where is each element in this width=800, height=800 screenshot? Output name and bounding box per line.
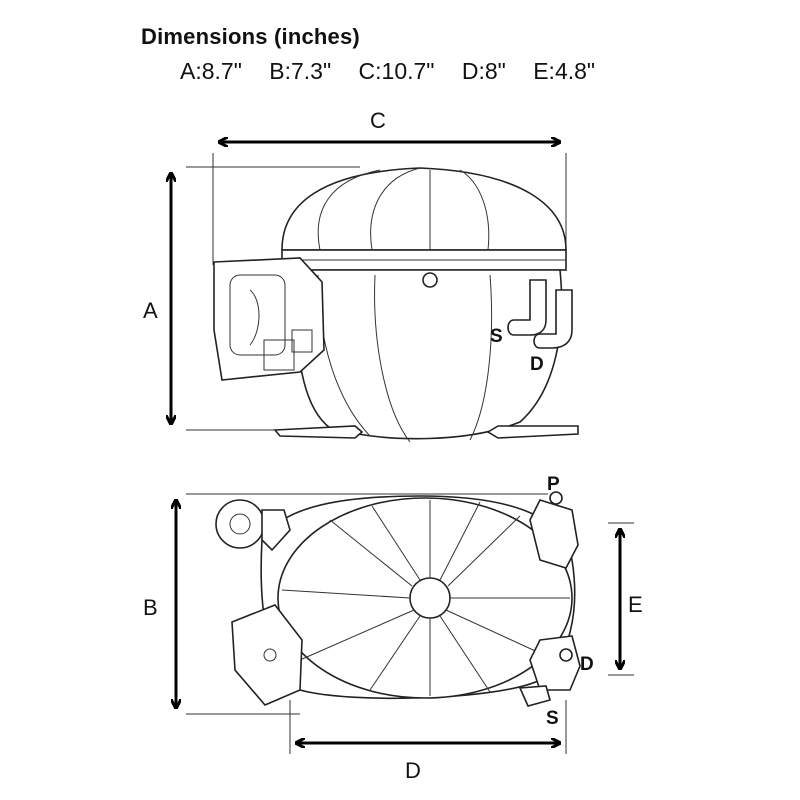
top-view: B D E — [143, 474, 643, 783]
dimension-b: B:7.3" — [269, 58, 332, 84]
diagram-title: Dimensions (inches) — [141, 24, 360, 49]
label-e: E — [628, 592, 643, 617]
electrical-box-screw — [263, 648, 277, 662]
terminal-block — [263, 339, 295, 371]
terminal-cover — [291, 329, 313, 353]
label-c: C — [370, 108, 386, 133]
label-d: D — [405, 758, 421, 783]
electrical-box — [213, 257, 325, 381]
compressor-shell — [296, 269, 563, 440]
process-tube — [549, 491, 563, 505]
port-label-suction-side: S — [490, 326, 503, 347]
port-label-discharge-side: D — [530, 354, 544, 375]
port-label-process: P — [547, 474, 560, 495]
dome-rib-lines — [281, 500, 570, 696]
mount-bracket-top-left — [261, 509, 291, 552]
shell-seam-2 — [374, 274, 411, 443]
discharge-tube — [533, 289, 573, 349]
compressor-dome — [281, 167, 567, 251]
grommet-mount-top-left — [215, 499, 265, 549]
discharge-tube-top — [559, 648, 573, 662]
side-view: C A S D — [143, 108, 579, 443]
label-a: A — [143, 298, 158, 323]
relay-detail — [249, 289, 260, 346]
electrical-box-top — [231, 604, 303, 706]
suction-tube — [507, 279, 547, 336]
shell-seam-3 — [469, 274, 493, 441]
dimension-e: E:4.8" — [533, 58, 596, 84]
dimension-a: A:8.7" — [180, 58, 242, 84]
dimension-c: C:10.7" — [358, 58, 435, 84]
suction-tube-top — [518, 685, 551, 707]
relay-housing — [229, 274, 286, 356]
mount-foot-left — [273, 425, 364, 439]
bracket-bottom-right — [529, 635, 581, 691]
bracket-top-right — [529, 499, 579, 569]
dome-seam-4 — [459, 169, 490, 251]
mount-foot-right — [486, 425, 579, 439]
dome-seam-2 — [370, 167, 421, 251]
dimension-d: D:8" — [461, 58, 506, 84]
side-fitting — [422, 272, 438, 288]
grommet-inner — [229, 513, 251, 535]
dome-seam-1 — [317, 169, 381, 251]
port-label-suction-top: S — [546, 708, 559, 729]
dimension-list: A:8.7" B:7.3" C:10.7" D:8" E:4.8" — [180, 58, 616, 85]
port-label-discharge-top: D — [580, 654, 594, 675]
dome-center — [409, 577, 451, 619]
label-b: B — [143, 595, 158, 620]
